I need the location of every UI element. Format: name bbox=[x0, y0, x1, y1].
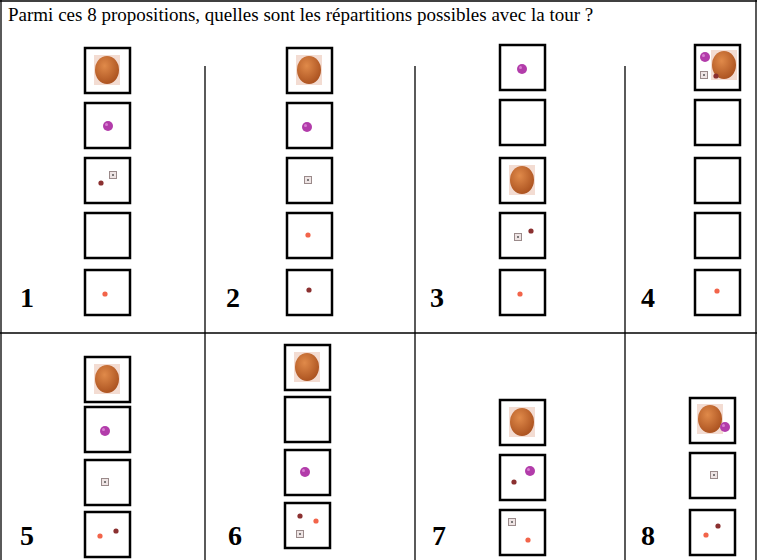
callout-number: 3 bbox=[430, 282, 444, 314]
callout-number: 6 bbox=[228, 520, 242, 552]
callout-number: 4 bbox=[641, 282, 655, 314]
callout-number: 8 bbox=[641, 520, 655, 552]
callout-number: 7 bbox=[432, 520, 446, 552]
callout-number: 5 bbox=[20, 520, 34, 552]
callout-number: 2 bbox=[226, 282, 240, 314]
title-text: Parmi ces 8 propositions, quelles sont l… bbox=[8, 4, 593, 26]
callout-number: 1 bbox=[20, 282, 34, 314]
